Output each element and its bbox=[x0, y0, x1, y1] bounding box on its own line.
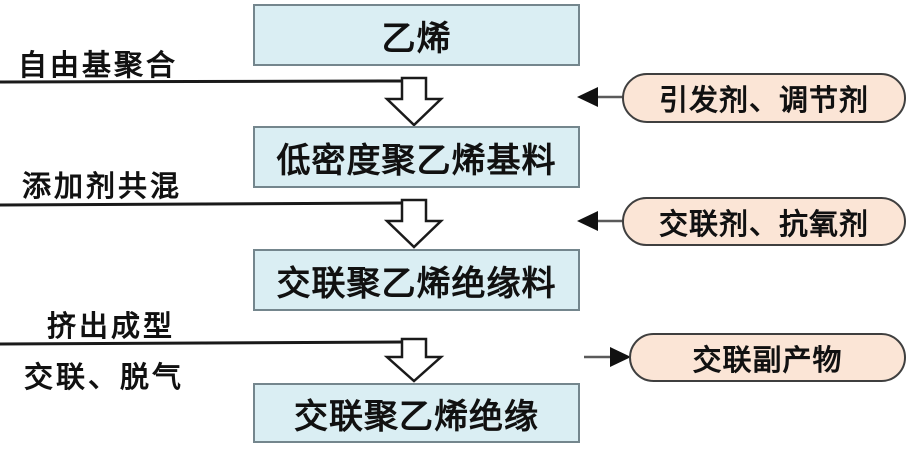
flow-box-label: 交联聚乙烯绝缘料 bbox=[276, 264, 557, 303]
flow-box-ethylene: 乙烯 bbox=[253, 4, 580, 66]
note-connector-right-3 bbox=[584, 347, 631, 367]
down-arrow-2 bbox=[383, 198, 445, 249]
right-arrowhead-icon bbox=[610, 347, 631, 367]
note-connector-left-2 bbox=[577, 211, 623, 231]
process-label-free-radical-polymerization: 自由基聚合 bbox=[18, 50, 179, 82]
side-note-crosslink-byproducts: 交联副产物 bbox=[629, 333, 906, 382]
flow-box-xlpe-compound: 交联聚乙烯绝缘料 bbox=[253, 249, 580, 311]
down-arrow-1 bbox=[383, 76, 445, 127]
flow-box-xlpe-insulation: 交联聚乙烯绝缘 bbox=[253, 383, 580, 443]
note-connector-left-1 bbox=[577, 87, 623, 107]
process-divider-line-1 bbox=[0, 79, 404, 84]
process-divider-line-3 bbox=[0, 340, 404, 346]
side-note-initiator-regulator: 引发剂、调节剂 bbox=[622, 73, 906, 123]
process-label-additive-blending: 添加剂共混 bbox=[22, 171, 183, 203]
left-arrowhead-icon bbox=[577, 87, 598, 107]
process-label-crosslink-degassing: 交联、脱气 bbox=[24, 362, 185, 394]
flow-box-ldpe-base: 低密度聚乙烯基料 bbox=[253, 126, 580, 188]
left-arrowhead-icon bbox=[577, 211, 598, 231]
side-note-crosslinker-antioxidant: 交联剂、抗氧剂 bbox=[622, 197, 906, 246]
process-label-extrusion-molding: 挤出成型 bbox=[47, 311, 176, 343]
down-arrow-3 bbox=[383, 337, 445, 383]
flow-box-label: 低密度聚乙烯基料 bbox=[276, 141, 557, 180]
process-divider-line-2 bbox=[0, 201, 404, 207]
flow-box-label: 交联聚乙烯绝缘 bbox=[294, 397, 539, 436]
flow-box-label: 乙烯 bbox=[381, 19, 452, 58]
